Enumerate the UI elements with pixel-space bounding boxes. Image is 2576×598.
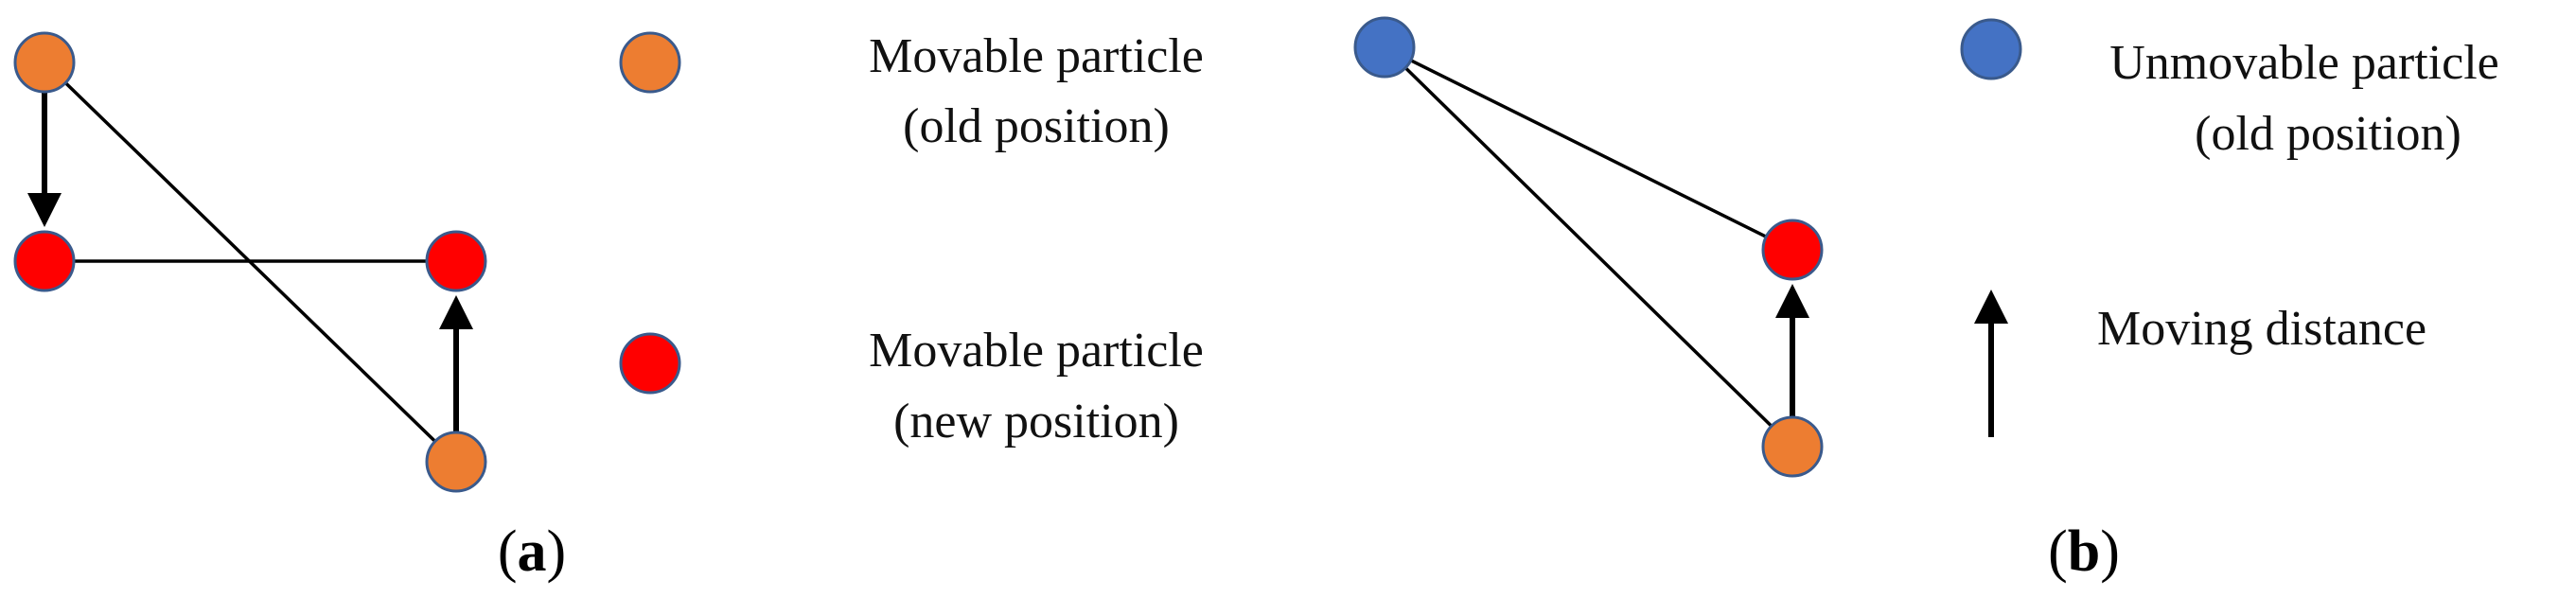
legend-a: Movable particle (old position) Movable … [619,29,1204,448]
panel-a-movable-particle-old-bottom-right [425,431,487,493]
panel-b [1353,16,1824,478]
legend-movable-old-swatch [619,31,681,94]
legend-b: Unmovable particle (old position) Moving… [1960,18,2499,437]
legend-unmovable-old-swatch [1960,18,2022,80]
legend-movable-new-swatch [619,332,681,395]
panel-a [13,31,487,493]
panel-b-movable-particle-old [1761,415,1824,478]
panel-b-edge-top-to-bottom [1383,45,1794,448]
panel-a-movable-particle-new-right [425,230,487,292]
legend-unmovable-old-line1: Unmovable particle [2109,36,2499,90]
legend-movable-old-line2: (old position) [903,99,1170,153]
legend-movable-new-line1: Movable particle [869,324,1204,378]
legend-moving-distance-label: Moving distance [2097,302,2426,356]
panel-b-movable-particle-new [1761,219,1824,281]
panel-a-label-letter: a [518,519,547,584]
panel-b-label-letter: b [2068,519,2100,584]
panel-b-label-open: ( [2048,519,2068,584]
panel-a-label-close: ) [547,519,567,584]
panel-a-movable-particle-old-top-left [13,31,76,94]
panel-a-label-open: ( [498,519,518,584]
panel-b-unmovable-particle-old [1353,16,1416,79]
legend-movable-old-line1: Movable particle [869,29,1204,83]
panel-b-label: (b) [2048,519,2120,584]
legend-movable-new-line2: (new position) [893,395,1179,448]
legend-unmovable-old-line2: (old position) [2195,107,2461,161]
panel-b-label-close: ) [2100,519,2120,584]
panel-a-movable-particle-new-left [13,230,76,292]
panel-b-edge-top-to-red [1384,45,1793,252]
panel-a-label: (a) [498,519,566,584]
